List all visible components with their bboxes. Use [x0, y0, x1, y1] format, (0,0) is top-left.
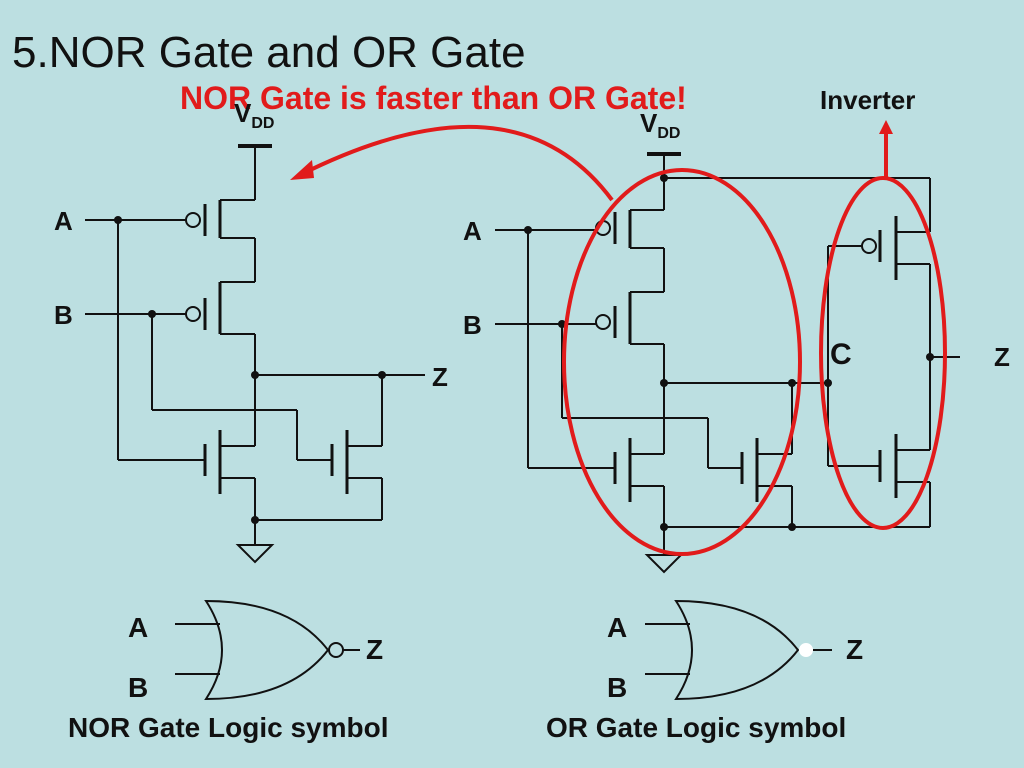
or-ground-icon: [644, 554, 684, 574]
speed-callout: NOR Gate is faster than OR Gate!: [180, 80, 687, 116]
inverter-highlight: [819, 176, 947, 530]
nor-input-b-label: B: [54, 300, 73, 330]
or-vdd-label: VDD: [640, 108, 680, 143]
or-vdd-main: V: [640, 108, 658, 138]
or-input-b-label: B: [463, 310, 482, 340]
or-pmos-a: [595, 209, 665, 292]
nor-ground-icon: [235, 544, 275, 564]
nor-cmos-circuit: [85, 144, 425, 564]
inverter-label: Inverter: [820, 85, 916, 115]
nor-symbol-a-label: A: [128, 612, 149, 643]
red-highlights: [299, 124, 947, 556]
or-nmos-a: [613, 383, 665, 502]
arrow-head-icon: [879, 120, 893, 134]
or-symbol-z-label: Z: [846, 634, 864, 665]
or-symbol-b-label: B: [607, 672, 628, 703]
nor-nmos-b: [330, 375, 383, 520]
nor-input-a-label: A: [54, 206, 73, 236]
or-nmos-b: [740, 383, 793, 527]
arrow-head-icon: [290, 160, 314, 180]
node-c-label: C: [830, 338, 852, 371]
nor-symbol-z-label: Z: [366, 634, 384, 665]
nor-pmos-b: [185, 281, 256, 375]
nor-vdd-main: V: [234, 98, 252, 128]
nor-logic-symbol: [175, 599, 360, 701]
or-symbol-a-label: A: [607, 612, 628, 643]
nor-section-highlight: [562, 168, 802, 556]
or-input-a-label: A: [463, 216, 482, 246]
nor-symbol-caption: NOR Gate Logic symbol: [68, 712, 389, 743]
or-vdd-sub: DD: [657, 125, 681, 142]
slide-title: 5.NOR Gate and OR Gate: [12, 28, 526, 77]
or-symbol-caption: OR Gate Logic symbol: [546, 712, 847, 743]
nor-vdd-sub: DD: [251, 115, 275, 132]
nor-output-label: Z: [432, 362, 448, 392]
arrowheads: [290, 120, 893, 180]
or-logic-symbol: [645, 599, 832, 701]
or-output-label: Z: [994, 342, 1010, 372]
nor-pmos-a: [185, 199, 256, 282]
callout-arrow: [299, 124, 614, 202]
nor-nmos-a: [203, 375, 256, 494]
junction-dots: [114, 174, 934, 531]
nor-symbol-b-label: B: [128, 672, 149, 703]
or-pmos-b: [595, 291, 665, 383]
nor-vdd-label: VDD: [234, 98, 274, 133]
